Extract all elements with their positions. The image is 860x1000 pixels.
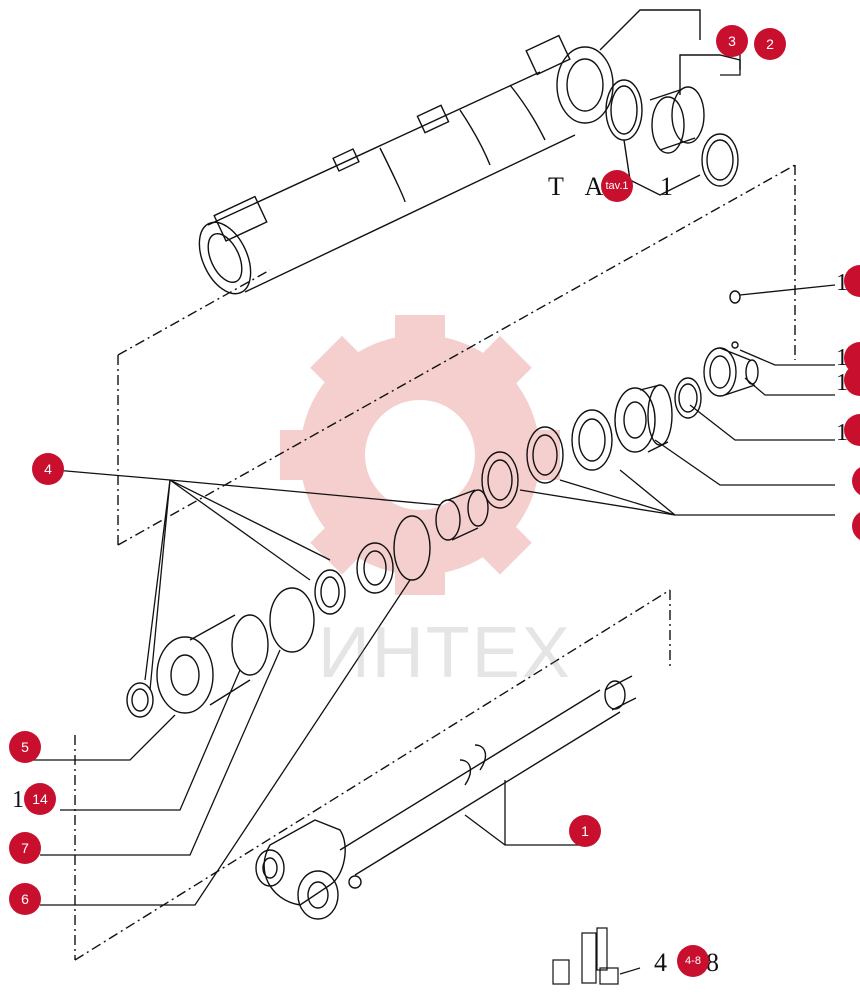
callout-1[interactable]: 1: [569, 815, 601, 847]
callout-2[interactable]: 2: [754, 28, 786, 60]
seal-parts: [126, 290, 759, 718]
callout-4-8[interactable]: 4-8: [677, 945, 709, 977]
sheet-ref-label: T A: [548, 172, 612, 201]
cylinder-barrel: [198, 9, 701, 295]
page-ref-prefix: 4: [654, 948, 667, 977]
watermark-gear: [280, 315, 560, 595]
callout-3[interactable]: 3: [716, 25, 748, 57]
callout-edge-6[interactable]: [852, 510, 860, 542]
callout-edge-4[interactable]: [844, 414, 860, 446]
leader-lines: [25, 40, 836, 906]
frame-line-lower: [74, 589, 671, 961]
piston-rod: [255, 675, 637, 920]
callout-4[interactable]: 4: [32, 453, 64, 485]
sheet-ref-text: T A: [548, 172, 611, 202]
callout-edge-3[interactable]: [844, 364, 860, 396]
callout-6[interactable]: 6: [9, 883, 41, 915]
frame-line: [117, 164, 796, 546]
page-ref-icon: [552, 927, 641, 985]
callout-tav[interactable]: tav.1: [601, 170, 633, 202]
callout-7[interactable]: 7: [9, 832, 41, 864]
callout-14[interactable]: 14: [24, 783, 56, 815]
callout-edge-5[interactable]: [852, 465, 860, 497]
page-ref-suffix: 8: [706, 948, 719, 977]
callout-5[interactable]: 5: [9, 731, 41, 763]
sheet-ref-suffix: 1: [660, 172, 673, 201]
watermark-text: ИНТЕХ: [318, 613, 572, 693]
left-label-14-prefix: 1: [12, 787, 24, 813]
callout-edge-1[interactable]: [844, 265, 860, 297]
